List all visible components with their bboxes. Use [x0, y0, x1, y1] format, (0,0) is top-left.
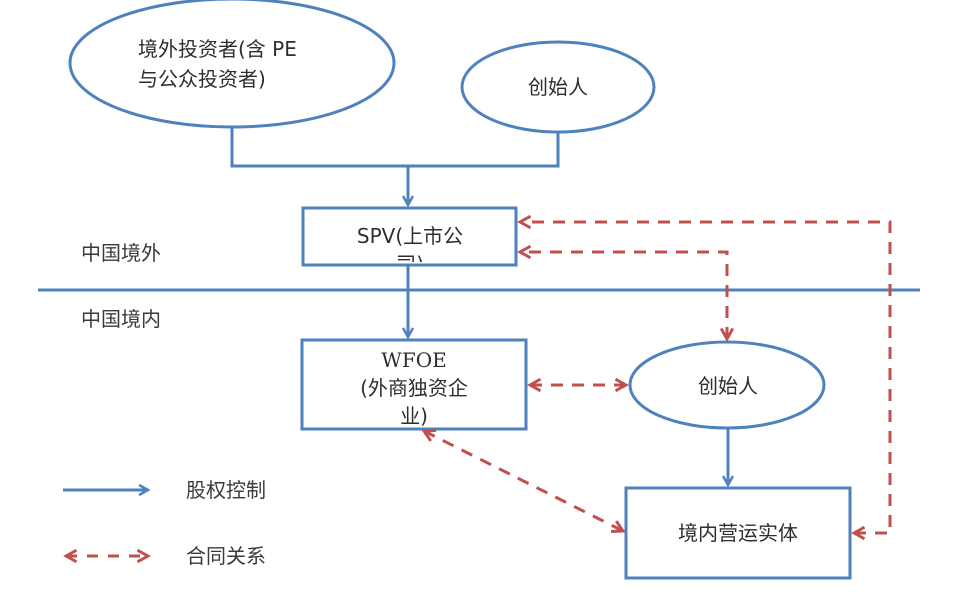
- wfoe-label-line1: WFOE: [381, 348, 447, 372]
- spv-label-line2: 司): [305, 250, 515, 262]
- spv-label: SPV(上市公 司): [305, 222, 515, 262]
- legend-equity-label: 股权控制: [186, 478, 266, 502]
- legend-contract-label: 合同关系: [186, 544, 266, 568]
- wfoe-label-line3: 业): [400, 404, 428, 426]
- founder-bottom-label: 创始人: [698, 374, 758, 398]
- wfoe-label: WFOE (外商独资企 业): [304, 346, 524, 426]
- domestic-entity-label: 境内营运实体: [678, 521, 798, 545]
- spv-label-line1: SPV(上市公: [356, 224, 464, 248]
- wfoe-label-line2: (外商独资企: [360, 376, 468, 400]
- edge-investors-to-spv: [230, 127, 408, 168]
- region-label-onshore: 中国境内: [81, 307, 161, 331]
- spv-node: [301, 206, 518, 267]
- foreign-investors-label-line1: 境外投资者(含 PE: [138, 37, 297, 61]
- edge-founder-spv-contract: [520, 252, 727, 339]
- region-label-offshore: 中国境外: [81, 241, 161, 265]
- wfoe-node: [300, 338, 528, 431]
- foreign-investors-label-line2: 与公众投资者): [138, 67, 266, 91]
- edge-wfoe-entity-contract: [424, 431, 623, 531]
- foreign-investors-label: 境外投资者(含 PE 与公众投资者): [120, 34, 368, 94]
- edge-entity-spv-contract: [520, 222, 892, 533]
- edge-founder-to-spv: [408, 132, 560, 168]
- founder-top-label: 创始人: [528, 75, 588, 99]
